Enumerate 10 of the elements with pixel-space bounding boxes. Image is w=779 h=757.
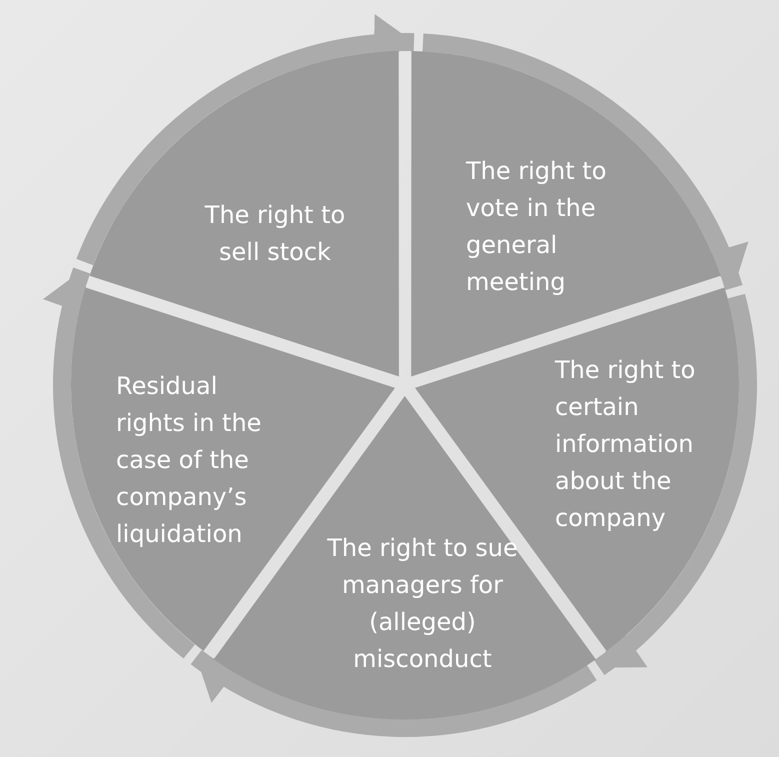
cycle-arrow [594,294,757,675]
cycle-arrow [191,650,596,737]
cycle-arrow [76,16,414,266]
sector-label: The right to certain information about the company [554,354,696,534]
cycle-arrow [44,268,196,658]
sector-label: The right to sue managers for (alleged) misconduct [326,533,519,675]
cycle-arrow [422,34,746,291]
sector-label: The right to sell stock [204,200,346,268]
sector-label: The right to vote in the general meeting [466,156,608,298]
sector-label: Residual rights in the case of the company’s liquidation [116,370,262,550]
